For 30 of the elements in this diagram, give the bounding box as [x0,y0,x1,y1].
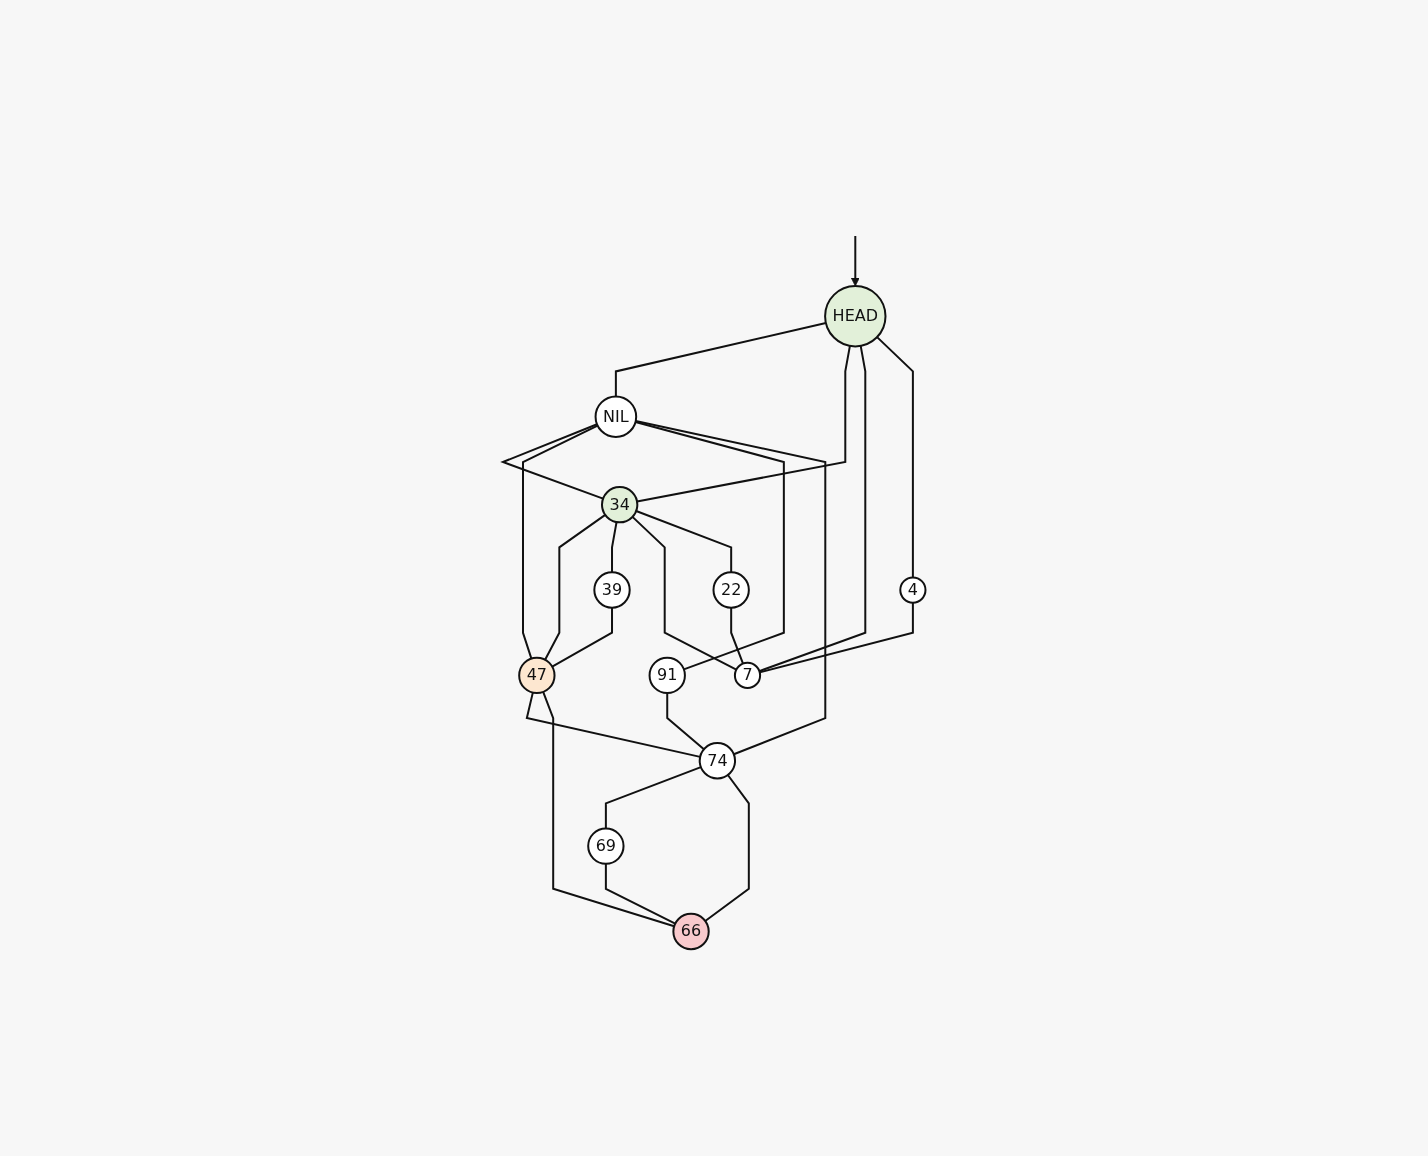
connector [525,692,701,759]
node-circle: 7 [733,662,761,690]
arrow [850,235,860,287]
node-circle: 74 [698,742,736,780]
node-circle: HEAD [823,285,887,348]
node-circle: 91 [648,657,686,695]
connector [499,423,604,501]
node-circle: 39 [593,571,631,610]
connector [758,602,914,674]
node-circle: 4 [899,576,927,605]
node-circle: 66 [672,913,710,951]
connector [604,766,702,830]
connector [704,774,750,923]
connector [875,336,914,579]
node-circle: 69 [586,827,625,866]
connector [543,514,606,662]
connector [551,607,613,669]
node-circle: 34 [600,486,639,524]
node-circle: 47 [517,657,556,695]
node-circle: NIL [594,395,637,439]
connector [666,692,705,751]
connector [610,521,618,574]
connector [614,322,827,398]
node-circle: 22 [712,571,750,610]
connector [604,863,676,925]
connector [758,345,867,673]
connector [631,516,738,672]
connector [541,691,675,928]
connector [729,607,744,666]
connector [521,425,599,660]
